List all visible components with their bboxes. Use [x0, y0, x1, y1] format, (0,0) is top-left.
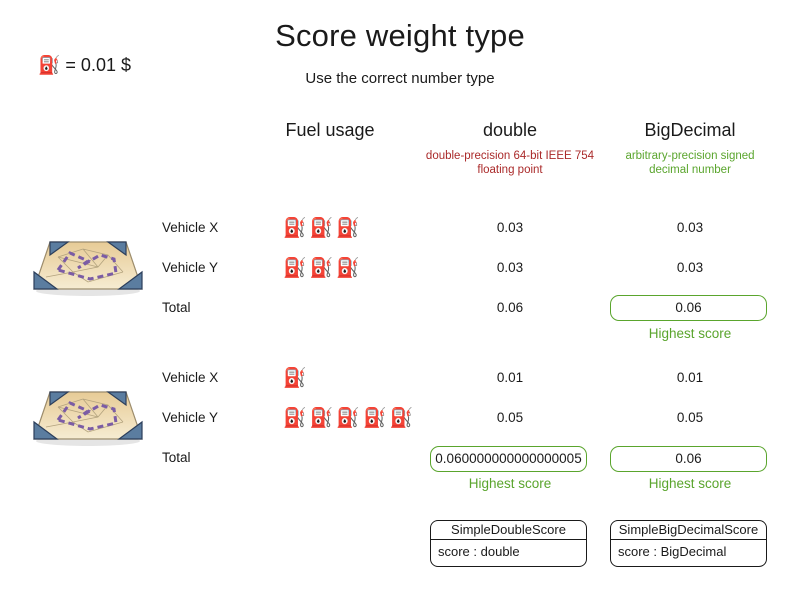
row-label-vehicle-y: Vehicle Y — [162, 410, 219, 425]
fuel-pump-icons: ⛽ — [283, 367, 310, 389]
bigdecimal-value: 0.03 — [676, 220, 704, 235]
page-title: Score weight type — [275, 18, 525, 53]
highest-score-note: Highest score — [648, 326, 732, 341]
double-total-highlight-box: 0.060000000000000005 — [430, 446, 587, 472]
fuel-pump-icons: ⛽⛽⛽ — [283, 217, 363, 239]
page-subtitle: Use the correct number type — [305, 70, 495, 87]
double-value: 0.03 — [496, 220, 524, 235]
map-route-dashed — [55, 401, 118, 431]
bigdecimal-value: 0.03 — [676, 260, 704, 275]
double-value: 0.05 — [496, 410, 524, 425]
bigdecimal-total-highlight-box: 0.06 — [610, 295, 767, 321]
class-attribute: score : BigDecimal — [618, 544, 727, 559]
map-network-lines — [45, 398, 124, 433]
double-value: 0.01 — [496, 370, 524, 385]
row-label-vehicle-x: Vehicle X — [162, 220, 219, 235]
double-value: 0.03 — [496, 260, 524, 275]
column-header-fuel-usage: Fuel usage — [285, 120, 375, 140]
bigdecimal-total-highlight-box: 0.06 — [610, 446, 767, 472]
class-box-simpledoublescore: SimpleDoubleScore score : double — [430, 520, 587, 567]
row-label-total: Total — [162, 300, 191, 315]
column-description-double: double-precision 64-bit IEEE 754 floatin… — [425, 150, 595, 176]
class-attribute: score : double — [438, 544, 520, 559]
highest-score-note: Highest score — [648, 476, 732, 491]
map-route-dashed — [55, 251, 118, 281]
fuel-pump-icons: ⛽⛽⛽ — [283, 257, 363, 279]
highest-score-note: Highest score — [468, 476, 552, 491]
map-corner-folds — [33, 391, 143, 440]
fuel-pump-icons: ⛽⛽⛽⛽⛽ — [283, 407, 417, 429]
row-label-total: Total — [162, 450, 191, 465]
double-total-value: 0.06 — [496, 300, 524, 315]
bigdecimal-value: 0.05 — [676, 410, 704, 425]
column-description-bigdecimal: arbitrary-precision signed decimal numbe… — [625, 150, 755, 176]
column-header-bigdecimal: BigDecimal — [644, 120, 736, 140]
legend-text: = 0.01 $ — [60, 55, 131, 75]
fuel-pump-icon: ⛽ — [38, 55, 61, 76]
class-box-simplebigdecimalscore: SimpleBigDecimalScore score : BigDecimal — [610, 520, 767, 567]
bigdecimal-value: 0.01 — [676, 370, 704, 385]
class-name: SimpleBigDecimalScore — [611, 521, 766, 540]
map-network-lines — [45, 248, 124, 283]
row-label-vehicle-x: Vehicle X — [162, 370, 219, 385]
row-label-vehicle-y: Vehicle Y — [162, 260, 219, 275]
column-header-double: double — [482, 120, 538, 140]
fuel-price-legend: ⛽ = 0.01 $ — [38, 55, 131, 76]
class-name: SimpleDoubleScore — [431, 521, 586, 540]
map-corner-folds — [33, 241, 143, 290]
route-map-illustration-2 — [33, 391, 143, 446]
route-map-illustration-1 — [33, 241, 143, 296]
